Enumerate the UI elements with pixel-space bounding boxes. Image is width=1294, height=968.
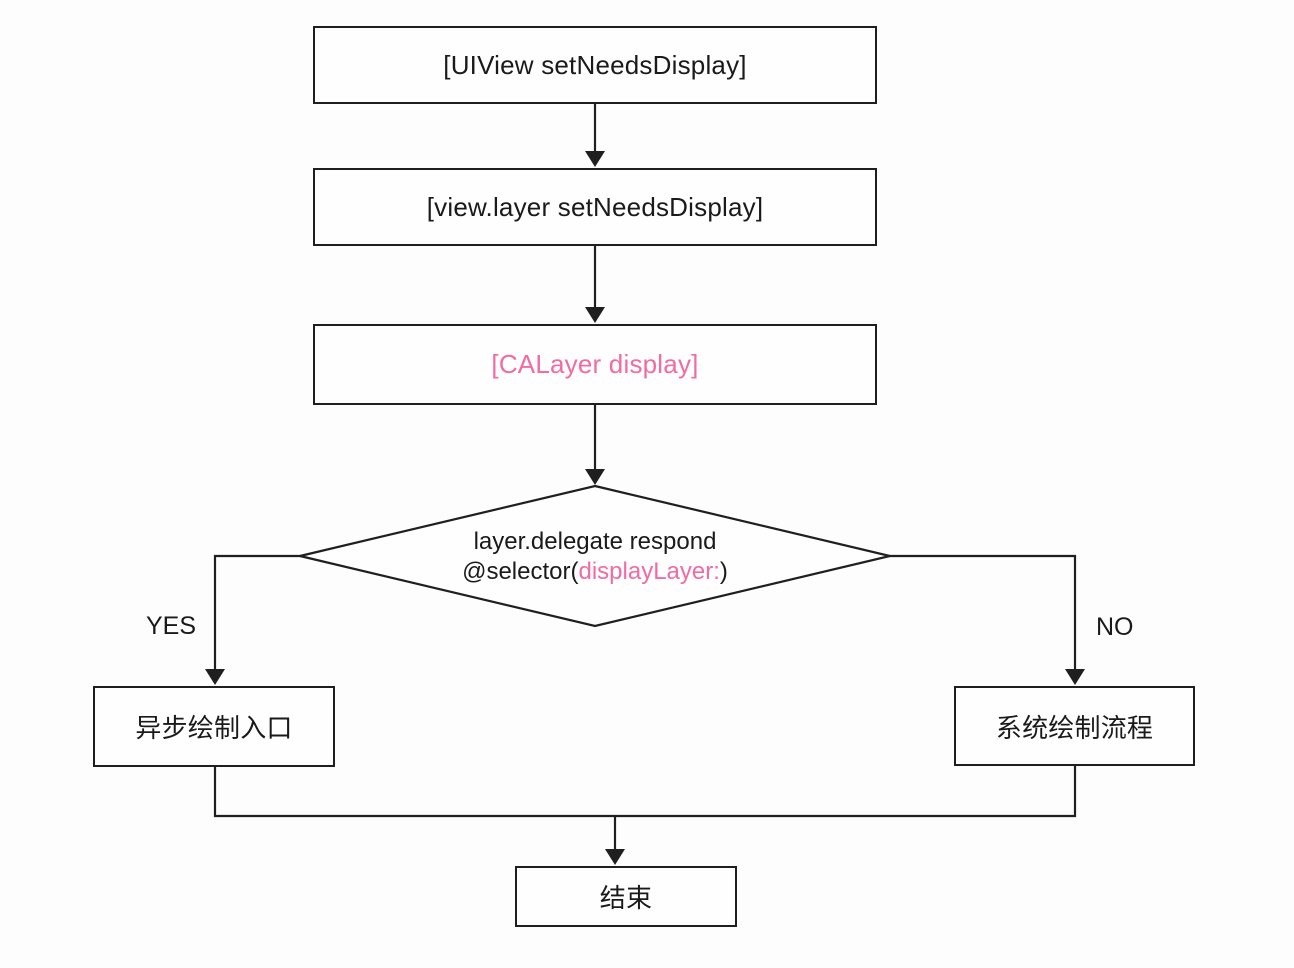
node-viewlayer-setneedsdisplay: [view.layer setNeedsDisplay] xyxy=(313,168,877,246)
branch-label-yes: YES xyxy=(146,612,197,640)
node-async-label: 异步绘制入口 xyxy=(135,713,293,743)
branch-label-no: NO xyxy=(1096,613,1134,641)
arrowhead-uiview-to-viewlayer xyxy=(585,151,605,167)
node-calayer-label: [CALayer display] xyxy=(491,349,699,379)
arrowhead-calayer-to-decision xyxy=(585,469,605,485)
decision-line2-suffix: ) xyxy=(719,558,728,585)
node-viewlayer-label: [view.layer setNeedsDisplay] xyxy=(426,191,764,222)
decision-line2-highlight: displayLayer: xyxy=(578,558,720,585)
edge-decision-no xyxy=(890,554,1077,670)
node-uiview-setneedsdisplay: [UIView setNeedsDisplay] xyxy=(313,26,877,104)
node-async-draw-entry: 异步绘制入口 xyxy=(93,686,335,767)
arrowhead-decision-no xyxy=(1065,669,1085,685)
node-end-label: 结束 xyxy=(599,883,653,913)
node-end: 结束 xyxy=(515,866,737,927)
node-calayer-display: [CALayer display] xyxy=(313,324,877,405)
edge-merge xyxy=(213,766,1077,818)
node-uiview-label: [UIView setNeedsDisplay] xyxy=(443,49,747,80)
arrowhead-merge-to-end xyxy=(605,849,625,865)
arrowhead-viewlayer-to-calayer xyxy=(585,307,605,323)
decision-line1: layer.delegate respond xyxy=(473,528,717,555)
edge-decision-yes xyxy=(213,554,303,670)
decision-line2-prefix: @selector( xyxy=(462,558,579,585)
node-system-label: 系统绘制流程 xyxy=(995,712,1154,743)
arrowhead-decision-yes xyxy=(205,669,225,685)
decision-diamond-shape xyxy=(299,484,891,628)
decision-line2: @selector(displayLayer:) xyxy=(395,557,795,587)
decision-diamond-text: layer.delegate respond @selector(display… xyxy=(395,527,795,587)
node-system-draw-flow: 系统绘制流程 xyxy=(954,686,1195,766)
